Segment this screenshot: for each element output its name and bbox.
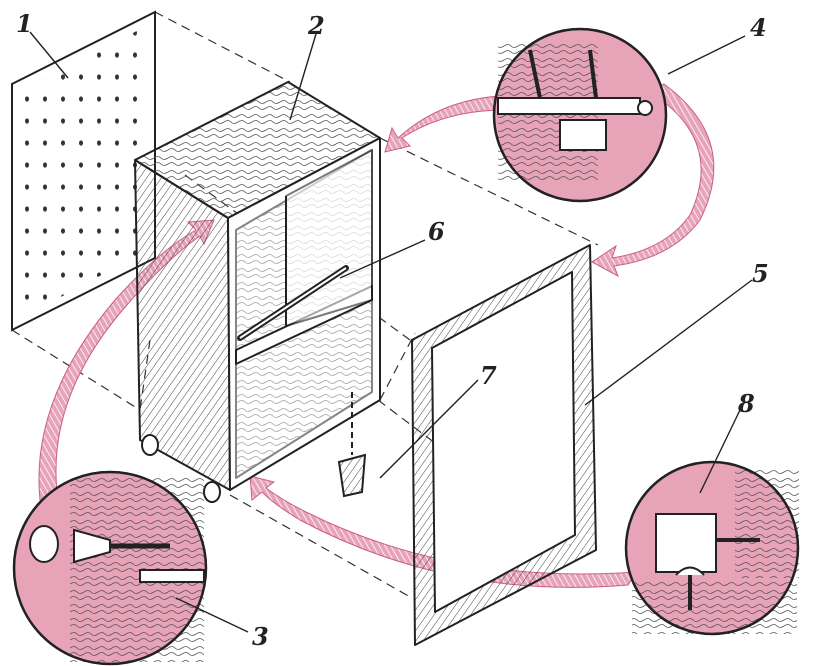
- label-part-8: 8: [737, 389, 755, 418]
- arrow-hinge-to-door: [591, 83, 715, 278]
- detail-hinge: [492, 27, 668, 203]
- label-part-7: 7: [480, 361, 497, 390]
- label-part-1: 1: [16, 9, 33, 38]
- label-part-5: 5: [752, 259, 769, 288]
- detail-foot-screw: [12, 470, 208, 666]
- label-part-6: 6: [428, 217, 445, 246]
- door-frame: [411, 244, 597, 646]
- cabinet-body: [134, 81, 381, 491]
- foot-glide: [337, 392, 367, 498]
- arrow-hinge-to-cabinet: [384, 95, 506, 153]
- label-part-4: 4: [750, 13, 767, 42]
- cabinet-feet: [141, 434, 221, 503]
- detail-catch: [624, 460, 800, 636]
- label-part-2: 2: [307, 11, 325, 40]
- label-leader-lines: [29, 31, 753, 633]
- label-part-3: 3: [252, 622, 269, 651]
- shelf-rod: [237, 265, 349, 341]
